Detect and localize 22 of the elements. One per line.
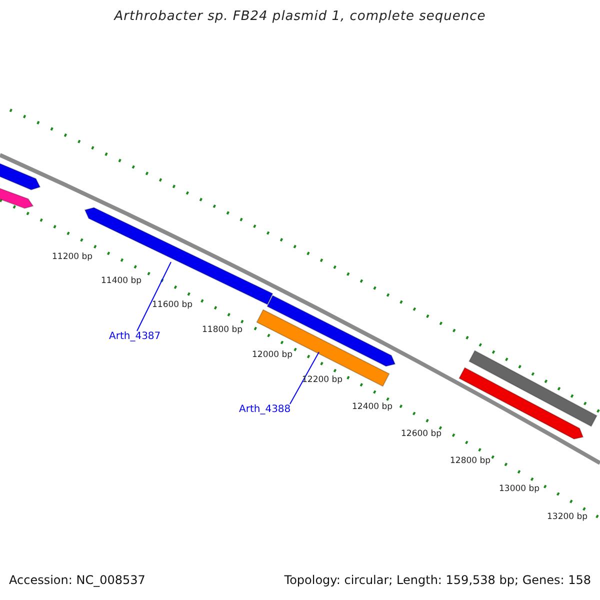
scale-label: 11800 bp [202,326,243,336]
scale-label: 12000 bp [252,351,293,360]
gene-arrow [0,162,41,190]
leader-line [290,352,320,404]
leader-line [136,262,172,332]
gene-bar [468,350,598,427]
scale-label: 12600 bp [401,430,442,440]
scale-label: 13200 bp [547,513,588,522]
scale-label: 11200 bp [52,253,93,262]
accession-text: Accession: NC_008537 [9,574,146,588]
scale-label: 13000 bp [499,485,540,494]
map-title: Arthrobacter sp. FB24 plasmid 1, complete sequence [112,10,487,24]
sequence-info-text: Topology: circular; Length: 159,538 bp; Genes: 158 [284,574,591,588]
scale-label: 12800 bp [450,457,491,466]
gene-arrow [0,186,34,209]
gene-arrow [458,367,584,440]
scale-label: 11600 bp [152,301,193,310]
scale-label: 12200 bp [302,376,343,386]
scale-label: 12400 bp [352,403,393,412]
gene-label: Arth_4387 [109,331,161,342]
gene-label: Arth_4388 [239,404,291,415]
scale-label: 11400 bp [101,277,142,286]
